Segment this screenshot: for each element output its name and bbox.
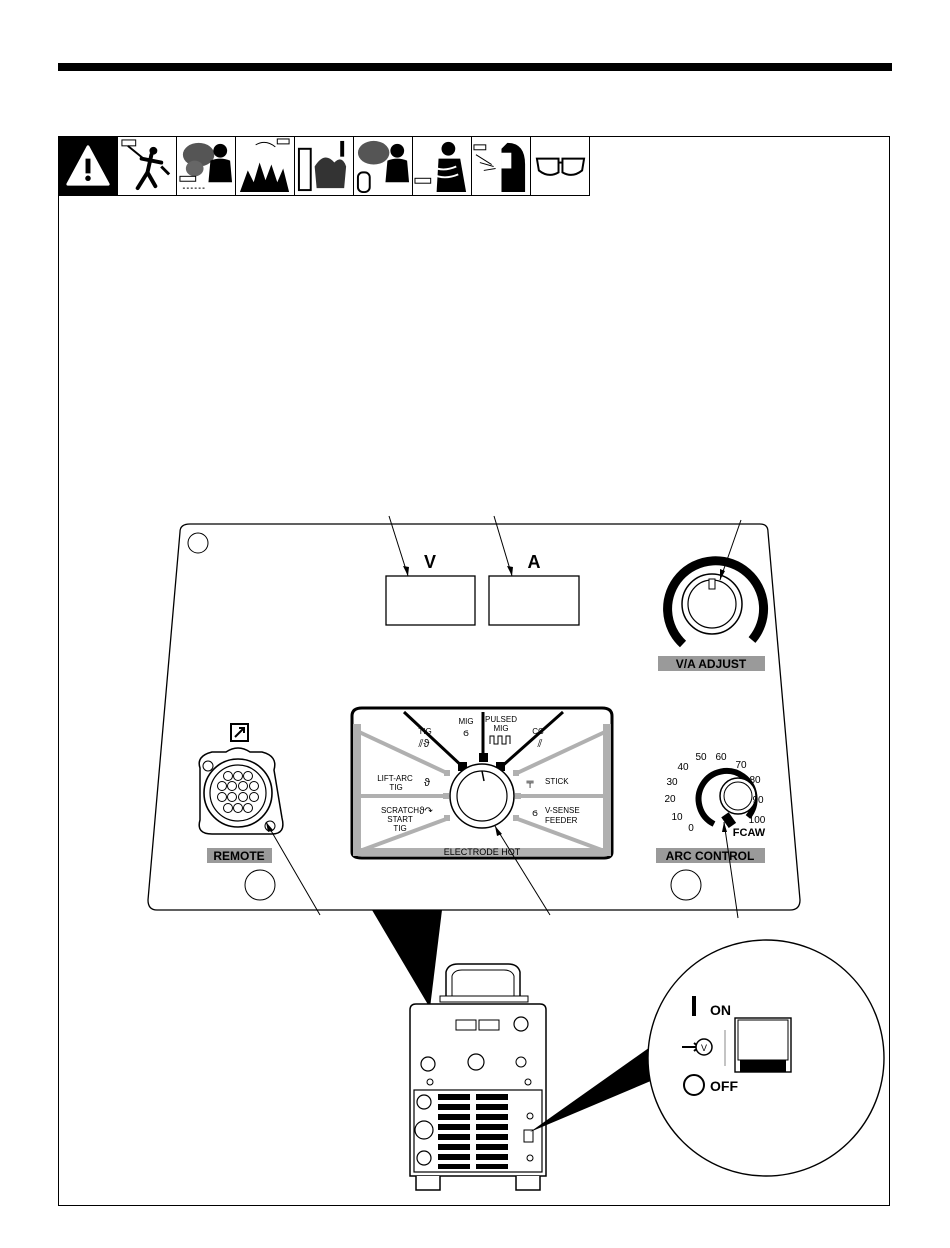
svg-text:10: 10 <box>671 812 683 823</box>
mode-label-scratch: SCRATCH <box>381 806 419 815</box>
scratch-torch-icon: ϑ↷ <box>419 806 433 817</box>
svg-text:V: V <box>701 1043 707 1053</box>
mode-dot <box>443 793 449 799</box>
voltmeter-label: V <box>424 552 436 572</box>
svg-text:60: 60 <box>715 752 727 763</box>
lift-arc-torch-icon: ϑ <box>424 777 430 789</box>
svg-text:40: 40 <box>677 762 689 773</box>
svg-text:90: 90 <box>752 795 764 806</box>
stick-electrode-icon: ╤ <box>525 777 534 788</box>
svg-text:100: 100 <box>749 815 766 826</box>
on-symbol <box>692 996 696 1016</box>
svg-text:50: 50 <box>695 752 707 763</box>
off-symbol <box>684 1075 704 1095</box>
panel-screw-hole <box>671 870 701 900</box>
voltmeter-display <box>386 576 475 625</box>
mode-label-lift-arc: LIFT-ARC <box>377 774 413 783</box>
cc-torch-icon: ⫽ <box>537 738 543 750</box>
mode-label-scratch-start: START <box>387 815 413 824</box>
power-switch[interactable] <box>735 1018 791 1072</box>
mode-label-scratch-tig: TIG <box>393 824 406 833</box>
ammeter-display <box>489 576 579 625</box>
zoom-wedge-panel <box>372 910 442 1008</box>
tig-torch-icon: ⫽ϑ <box>418 738 430 750</box>
vsense-gun-icon: ϭ <box>532 808 538 819</box>
arc-control-label: ARC CONTROL <box>666 849 755 863</box>
svg-text:30: 30 <box>666 777 678 788</box>
mode-dot <box>513 770 519 776</box>
mode-label-mig: MIG <box>458 717 473 726</box>
mode-dot <box>513 815 519 821</box>
svg-text:20: 20 <box>664 794 676 805</box>
mode-label-pulsed: PULSED <box>485 715 517 724</box>
ammeter-label: A <box>528 552 541 572</box>
switch-off-label: OFF <box>710 1078 738 1094</box>
remote-connector[interactable] <box>199 748 283 834</box>
remote-label: REMOTE <box>213 849 264 863</box>
panel-screw-hole <box>188 533 208 553</box>
mode-label-stick: STICK <box>545 777 569 786</box>
svg-text:70: 70 <box>735 760 747 771</box>
mode-label-cc: CC <box>532 727 544 736</box>
va-adjust-label: V/A ADJUST <box>676 657 747 671</box>
mode-dot <box>444 770 450 776</box>
mode-label-lift-arc-tig: TIG <box>389 783 402 792</box>
panel-screw-hole <box>245 870 275 900</box>
mode-dot <box>444 815 450 821</box>
mode-label-vsense: V-SENSE <box>545 806 580 815</box>
mode-dot <box>515 793 521 799</box>
mode-label-tig: TIG <box>418 727 431 736</box>
svg-text:80: 80 <box>749 775 761 786</box>
fcaw-label: FCAW <box>733 827 766 839</box>
svg-text:0: 0 <box>688 823 694 834</box>
mig-gun-icon: ϭ <box>463 728 469 739</box>
switch-on-label: ON <box>710 1002 731 1018</box>
process-selector-knob[interactable] <box>450 764 514 828</box>
mode-label-vsense-feeder: FEEDER <box>545 816 578 825</box>
mode-label-pulsed-mig: MIG <box>493 724 508 733</box>
remote-icon <box>231 724 248 741</box>
